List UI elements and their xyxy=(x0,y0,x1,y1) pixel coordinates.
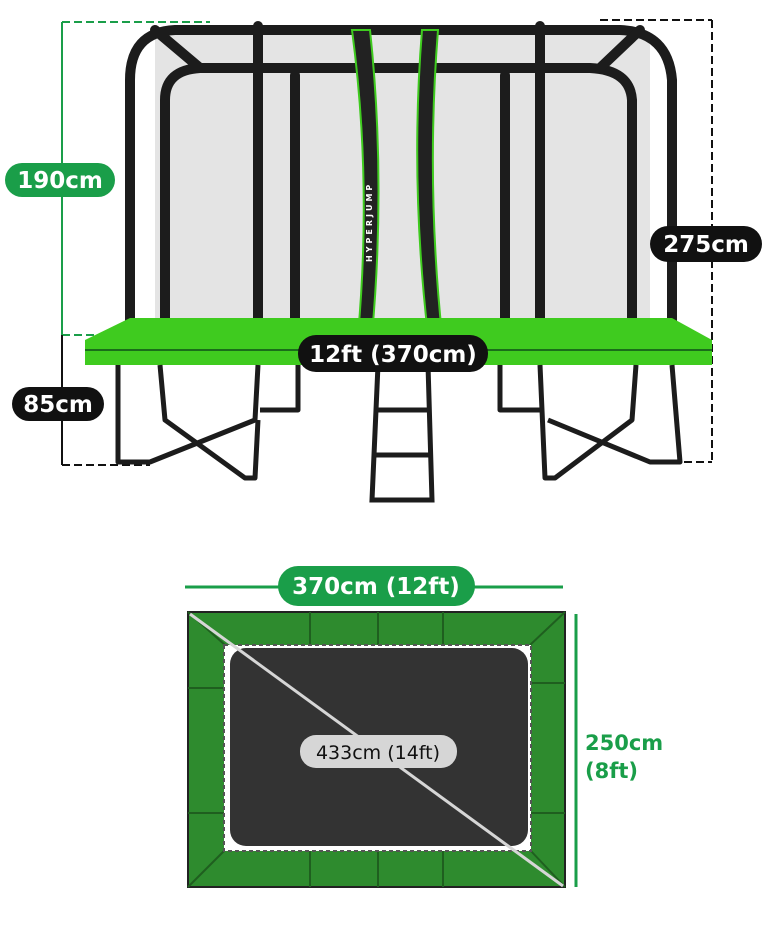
depth-label-cm: 250cm xyxy=(585,731,663,755)
top-view: 370cm (12ft) 433cm (14ft) 250cm (8ft) xyxy=(185,566,663,888)
svg-text:190cm: 190cm xyxy=(17,168,103,194)
depth-label-ft: (8ft) xyxy=(585,759,638,783)
ladder xyxy=(369,364,435,503)
svg-text:370cm (12ft): 370cm (12ft) xyxy=(292,574,460,600)
net-height-label: 190cm xyxy=(5,163,115,197)
width-label: 370cm (12ft) xyxy=(278,566,475,606)
svg-text:85cm: 85cm xyxy=(23,392,93,418)
legs xyxy=(115,364,683,481)
svg-text:275cm: 275cm xyxy=(663,232,749,258)
svg-text:12ft (370cm): 12ft (370cm) xyxy=(309,342,477,368)
brand-label: HYPERJUMP xyxy=(365,182,374,262)
side-view: HYPERJUMP 190cm 275cm xyxy=(5,19,762,503)
svg-text:433cm (14ft): 433cm (14ft) xyxy=(316,742,440,764)
enclosure-frame xyxy=(125,21,677,345)
total-height-label: 275cm xyxy=(650,226,762,262)
length-label: 12ft (370cm) xyxy=(298,335,488,372)
deck-height-label: 85cm xyxy=(12,387,104,421)
diagonal-label: 433cm (14ft) xyxy=(300,735,457,768)
safety-net xyxy=(155,32,650,332)
